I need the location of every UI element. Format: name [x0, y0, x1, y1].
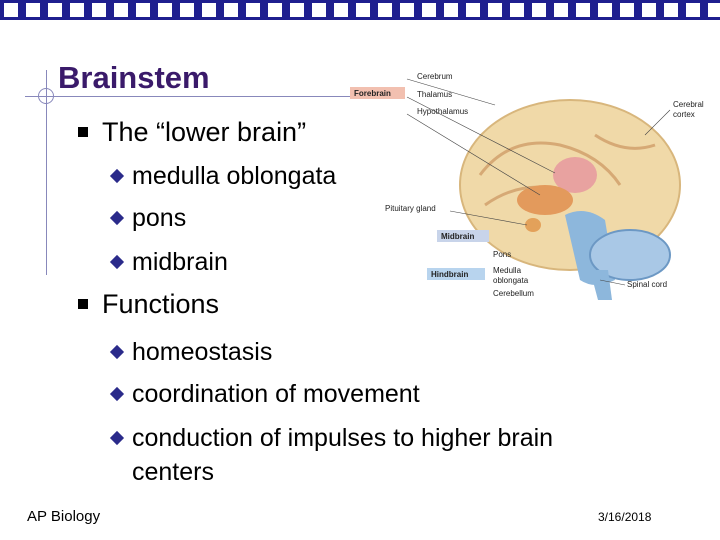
bar-square [246, 3, 260, 17]
footer-course: AP Biology [27, 508, 101, 525]
diamond-bullet-icon [109, 168, 125, 184]
leader-line [406, 113, 541, 196]
cerebrum-label: Cerebrum [417, 72, 453, 81]
bullet-text: medulla oblongata [132, 162, 337, 190]
bar-square [642, 3, 656, 17]
bar-square [136, 3, 150, 17]
forebrain-label: Forebrain [354, 89, 391, 98]
bar-square [180, 3, 194, 17]
thalamus-shape [553, 157, 597, 193]
slide-title: Brainstem [58, 60, 210, 95]
pons-label: Pons [493, 250, 511, 259]
gyrus-line [594, 133, 656, 150]
bullet-text: pons [132, 204, 187, 232]
bar-square [290, 3, 304, 17]
footer-date: 3/16/2018 [598, 510, 652, 524]
top-bar [0, 0, 720, 20]
pituitary-shape [525, 218, 541, 232]
bar-square [400, 3, 414, 17]
bar-square [466, 3, 480, 17]
square-bullet-icon [78, 127, 88, 137]
bar-square [268, 3, 282, 17]
bar-square [356, 3, 370, 17]
leader-line [644, 109, 671, 136]
cerebellum-shape [589, 229, 671, 281]
bullet-text: Functions [102, 289, 220, 319]
hypothalamus-label: Hypothalamus [417, 107, 468, 116]
spinal-cord-label: Spinal cord [627, 280, 667, 289]
leader-line [449, 210, 528, 226]
midbrain-tag [437, 230, 489, 242]
leader-line [406, 78, 496, 106]
bullet-text: conduction of impulses to higher brain [132, 424, 554, 452]
crosshair-horizontal [25, 96, 355, 97]
sub-bullet: medulla oblongata [109, 162, 337, 191]
bar-square [224, 3, 238, 17]
cerebral-cortex-label: Cerebral [673, 100, 704, 109]
bullet-continuation: centers [132, 458, 214, 486]
bar-square [488, 3, 502, 17]
sub-bullet: coordination of movement [109, 380, 420, 409]
diamond-bullet-icon [109, 386, 125, 402]
brain-diagram: Forebrain Midbrain Hindbrain Cerebrum Th… [350, 72, 704, 300]
bar-square [202, 3, 216, 17]
bar-square [686, 3, 700, 17]
bar-square [26, 3, 40, 17]
midbrain-label: Midbrain [441, 232, 474, 241]
cerebral-cortex-label: cortex [673, 110, 695, 119]
spinal-cord-shape [590, 270, 612, 300]
forebrain-tag [350, 87, 405, 99]
bar-square [532, 3, 546, 17]
sub-bullet: pons [109, 204, 187, 233]
bar-square [4, 3, 18, 17]
medulla-label: oblongata [493, 276, 529, 285]
hindbrain-label: Hindbrain [431, 270, 468, 279]
bar-square [576, 3, 590, 17]
bar-square [92, 3, 106, 17]
bar-square [114, 3, 128, 17]
bullet-text: homeostasis [132, 338, 273, 366]
leader-line [599, 279, 626, 286]
pituitary-label: Pituitary gland [385, 204, 436, 213]
bar-square [422, 3, 436, 17]
bullet-text: coordination of movement [132, 380, 420, 408]
bar-square [554, 3, 568, 17]
hypothalamus-shape [517, 185, 573, 215]
crosshair-vertical [46, 70, 47, 275]
square-bullet-icon [78, 299, 88, 309]
thalamus-label: Thalamus [417, 90, 452, 99]
bar-square [70, 3, 84, 17]
bar-square [664, 3, 678, 17]
hindbrain-tag [427, 268, 485, 280]
bar-square [510, 3, 524, 17]
sub-bullet: conduction of impulses to higher brain [109, 424, 554, 453]
leader-line [406, 96, 556, 174]
bar-square [312, 3, 326, 17]
diamond-bullet-icon [109, 344, 125, 360]
bar-square [598, 3, 612, 17]
gyrus-line [478, 141, 622, 186]
medulla-label: Medulla [493, 266, 522, 275]
diamond-bullet-icon [109, 210, 125, 226]
bar-square [620, 3, 634, 17]
diamond-bullet-icon [109, 430, 125, 446]
bar-square [158, 3, 172, 17]
bar-square [708, 3, 720, 17]
bar-square [444, 3, 458, 17]
diamond-bullet-icon [109, 254, 125, 270]
sub-bullet: midbrain [109, 248, 228, 277]
bar-square [48, 3, 62, 17]
bullet-text: The “lower brain” [102, 117, 307, 147]
bullet-lower-brain: The “lower brain” [78, 117, 306, 148]
bullet-functions: Functions [78, 289, 219, 320]
cerebellum-label: Cerebellum [493, 289, 534, 298]
sub-bullet: homeostasis [109, 338, 273, 367]
bar-square [334, 3, 348, 17]
crosshair-circle [38, 88, 54, 104]
bullet-text: midbrain [132, 248, 228, 276]
bar-square [378, 3, 392, 17]
